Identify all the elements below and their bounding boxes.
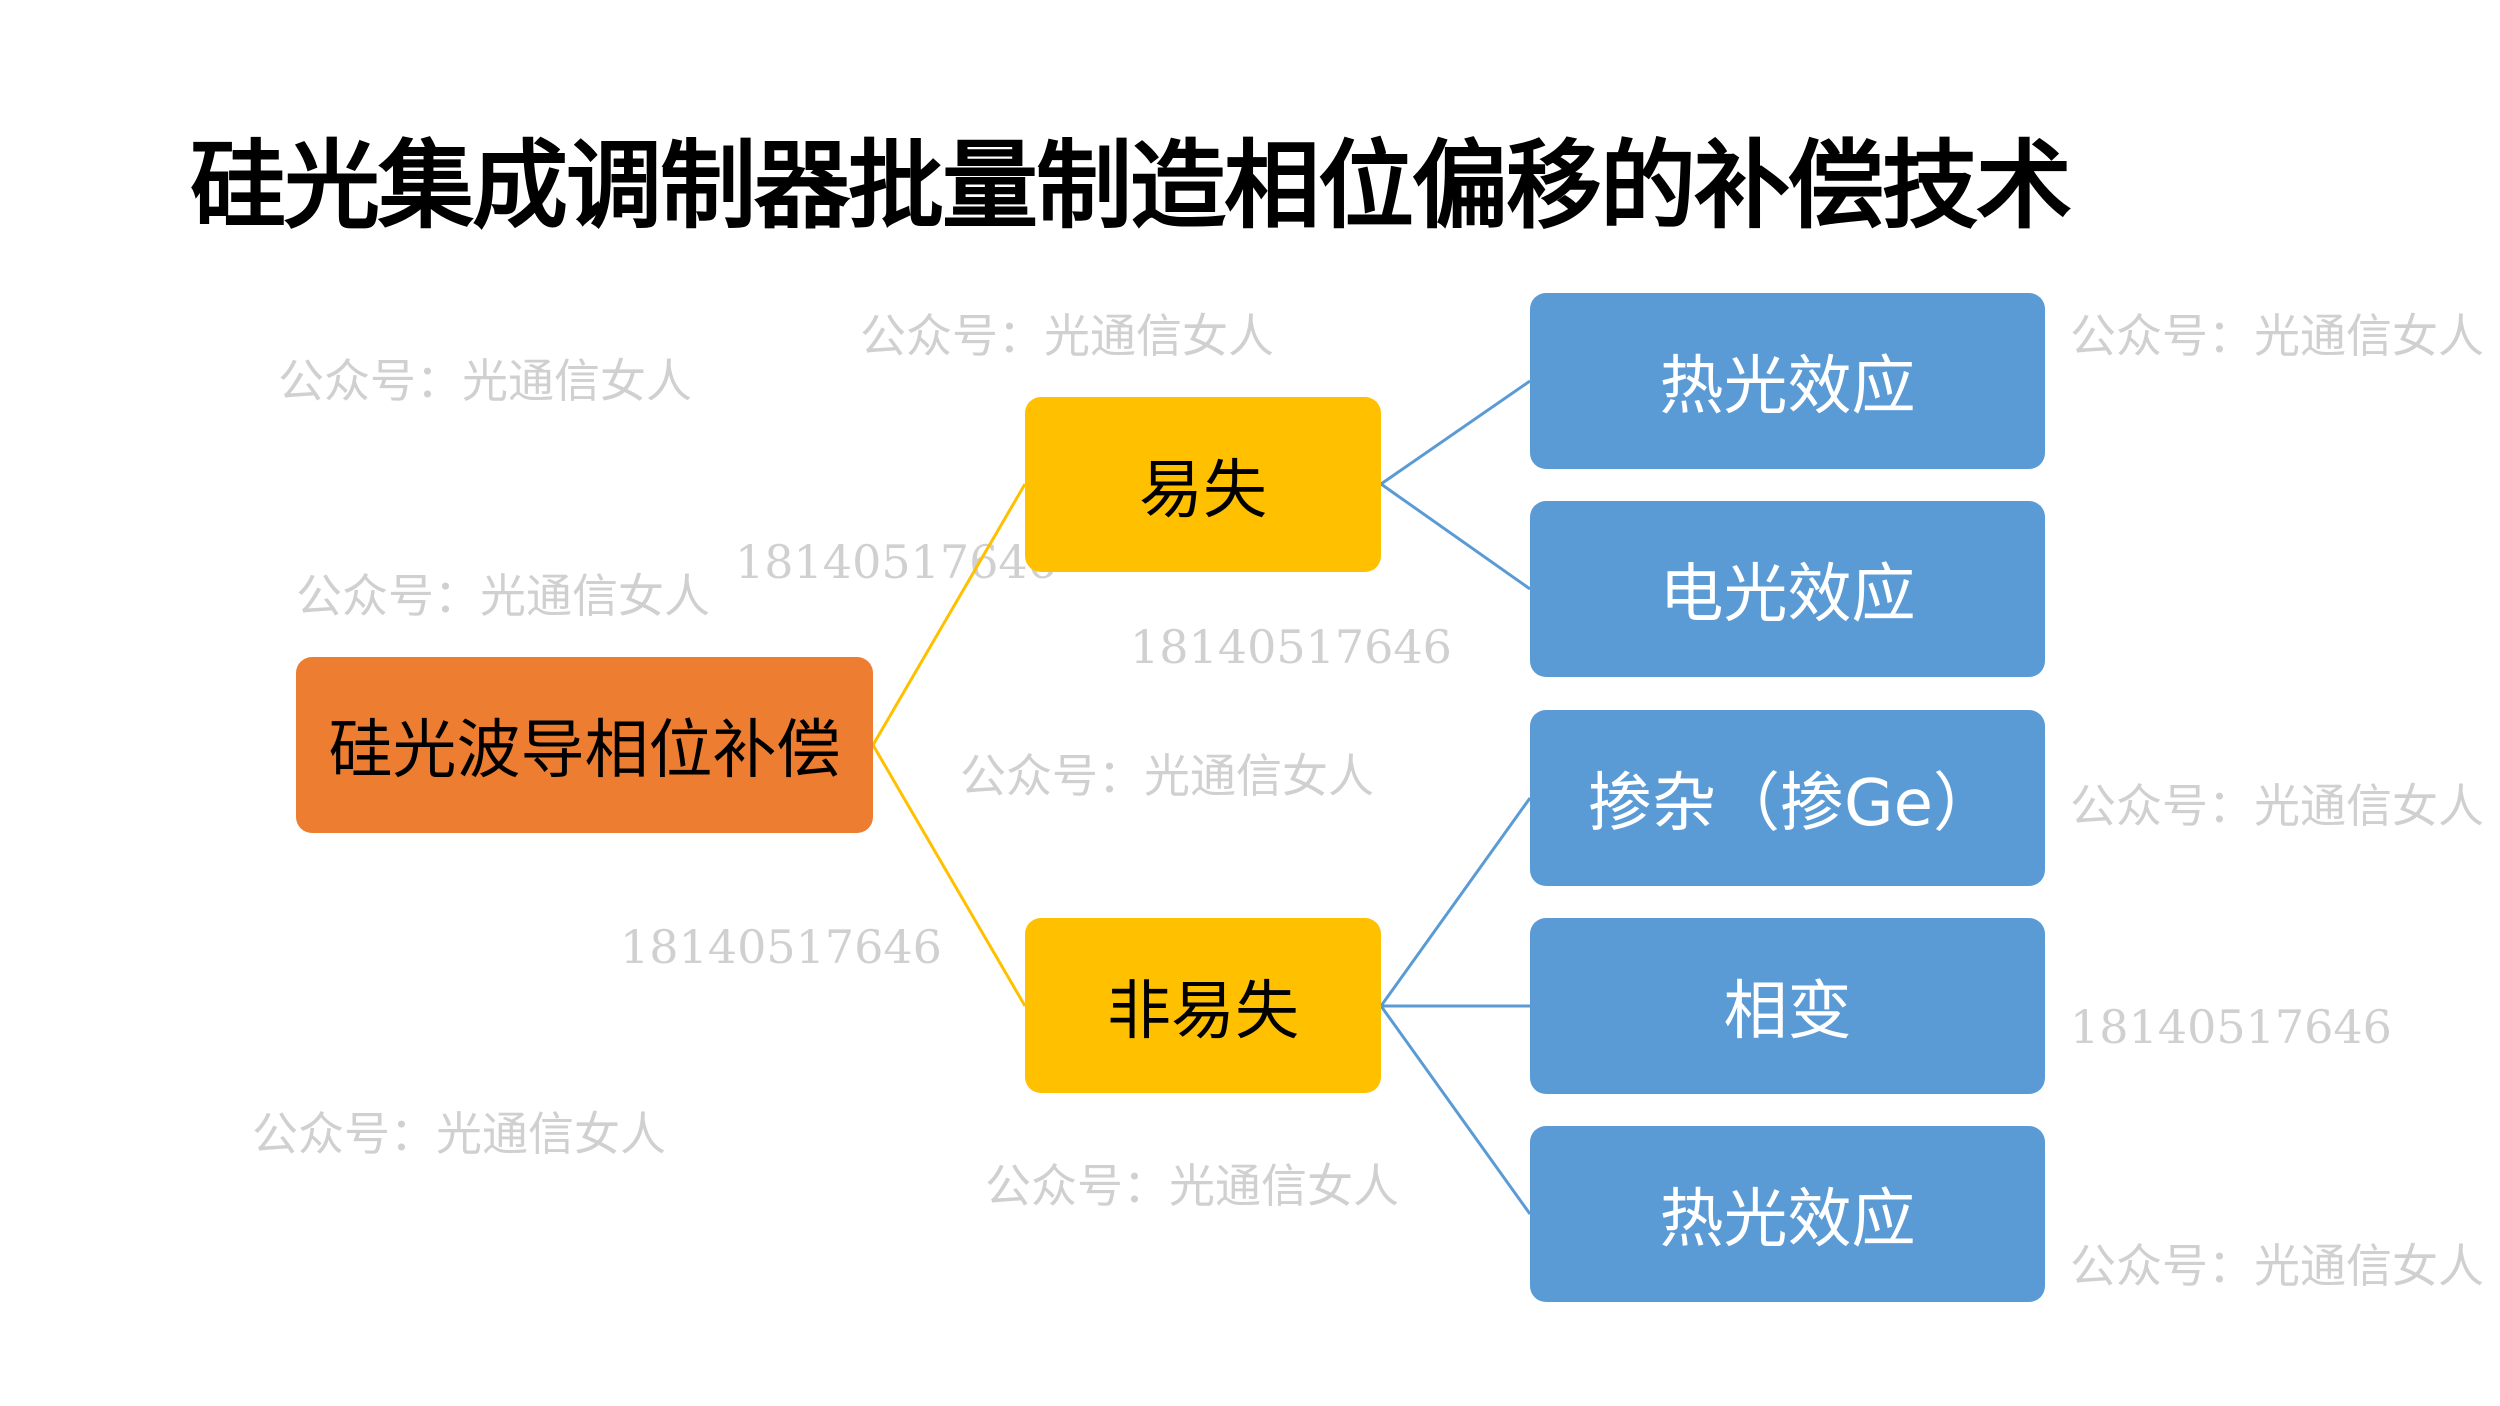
- watermark-account: 公众号：光通信女人: [2070, 309, 2484, 363]
- page-title: 硅光集成调制器批量制造相位偏移的补偿技术: [190, 130, 2072, 242]
- watermark-account: 公众号：光通信女人: [985, 1159, 1399, 1213]
- leaf-label: 热光效应: [1659, 350, 1916, 424]
- watermark-account: 公众号：光通信女人: [860, 309, 1274, 363]
- connector-nonvolatile-leaf1: [1379, 797, 1532, 1007]
- leaf-label: 热光效应: [1659, 1183, 1916, 1257]
- leaf-node: 掺杂（掺Ge）: [1530, 710, 2045, 886]
- watermark-account: 公众号：光通信女人: [278, 354, 692, 408]
- branch-label: 非易失: [1107, 974, 1299, 1049]
- branch-node-volatile: 易失: [1025, 397, 1381, 572]
- watermark-phone: 18140517646: [620, 920, 942, 974]
- leaf-node: 相变: [1530, 918, 2045, 1094]
- root-node-label: 硅光波导相位补偿: [328, 714, 841, 788]
- leaf-node: 热光效应: [1530, 293, 2045, 469]
- connector-nonvolatile-leaf3: [1379, 1005, 1532, 1215]
- branch-node-nonvolatile: 非易失: [1025, 918, 1381, 1093]
- watermark-phone: 18140517646: [1130, 620, 1452, 674]
- leaf-label: 掺杂（掺Ge）: [1588, 767, 1997, 841]
- leaf-node: 热光效应: [1530, 1126, 2045, 1302]
- root-node: 硅光波导相位补偿: [296, 657, 873, 833]
- leaf-label: 电光效应: [1659, 558, 1916, 632]
- watermark-phone: 18140517646: [735, 535, 1057, 589]
- watermark-phone: 18140517646: [2070, 1000, 2392, 1054]
- connector-volatile-leaf1: [1380, 379, 1531, 486]
- connector-volatile-leaf2: [1380, 482, 1531, 591]
- watermark-account: 公众号：光通信女人: [296, 569, 710, 623]
- leaf-label: 相变: [1723, 975, 1852, 1049]
- leaf-node: 电光效应: [1530, 501, 2045, 677]
- watermark-account: 公众号：光通信女人: [960, 749, 1374, 803]
- branch-label: 易失: [1139, 453, 1267, 528]
- connector-root-nonvolatile: [871, 744, 1027, 1007]
- watermark-account: 公众号：光通信女人: [2070, 1239, 2484, 1293]
- watermark-account: 公众号：光通信女人: [252, 1107, 666, 1161]
- watermark-account: 公众号：光通信女人: [2070, 779, 2484, 833]
- connector-root-volatile: [871, 483, 1027, 746]
